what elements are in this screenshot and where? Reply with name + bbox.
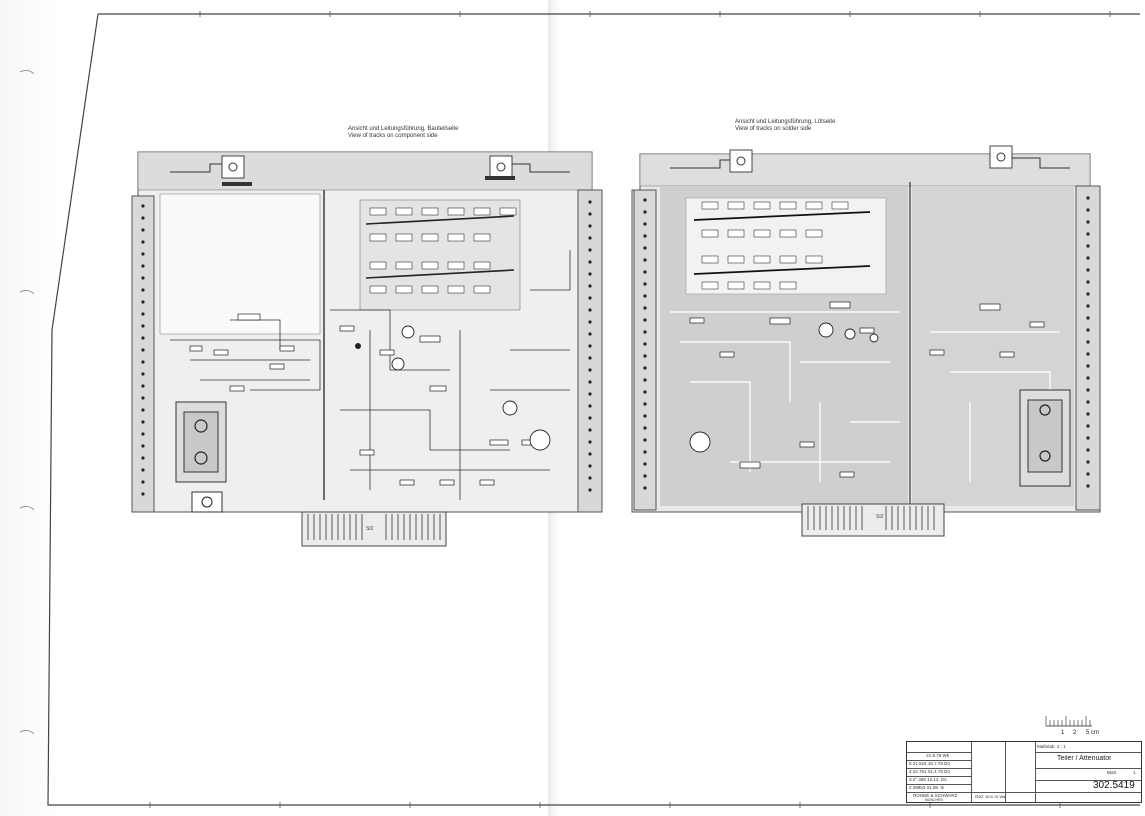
- pcb-solder-side-view: St2: [630, 142, 1110, 542]
- revision-date: 15.7.78: [927, 761, 943, 766]
- revision-change: 2°.488: [912, 777, 926, 782]
- drawn-label: Gez.: [975, 794, 985, 799]
- revision-no: 2: [909, 785, 912, 790]
- revision-change: 21.524: [912, 761, 927, 766]
- scale-unit: 5 cm: [1086, 730, 1100, 736]
- revision-name: Dö: [940, 777, 947, 782]
- edge-connector-label-left: St2: [366, 526, 374, 532]
- title-block: 21.9.78 Wk 5 21.524 15.7.78 Dö 4 22.761 …: [906, 741, 1142, 803]
- revision-row: 5 21.524 15.7.78 Dö: [909, 761, 971, 766]
- drawing-title: Teiler / Attenuator: [1057, 755, 1112, 762]
- revision-name: Wk: [942, 753, 950, 758]
- revision-row: 21.9.78 Wk: [909, 753, 971, 758]
- manufacturer-city: MÜNCHEN: [925, 798, 943, 802]
- revision-row: 2 29853 01.08. Ik: [909, 785, 971, 790]
- revision-change: 29853: [912, 785, 926, 790]
- manufacturer-name: ROHDE & SCHWARZ: [913, 793, 958, 798]
- drawing-number: 302.5419: [1093, 780, 1135, 791]
- revision-date: 21.9.78: [926, 753, 942, 758]
- revision-date: 01.4.78: [927, 769, 943, 774]
- drawn-date: 15.6.76 Wa: [985, 794, 1006, 799]
- caption-solder-side-en: View of tracks on solder side: [735, 126, 812, 132]
- revision-no: 5: [909, 761, 912, 766]
- scale-tick-1: 1: [1061, 730, 1065, 736]
- revision-row: 3 2°.488 12.12. Dö: [909, 777, 971, 782]
- revision-name: Ik: [940, 785, 944, 790]
- revision-no: 4: [909, 769, 912, 774]
- caption-solder-side: Ansicht und Leitungsführung, Lötseite Vi…: [735, 119, 835, 133]
- revision-date: 01.08.: [926, 785, 940, 790]
- caption-component-side-en: View of tracks on component side: [348, 133, 438, 139]
- page-fold-shadow-left: [0, 0, 60, 816]
- revision-name: Dö: [944, 769, 950, 774]
- scale-bar: [1045, 716, 1092, 727]
- revision-date: 12.12.: [927, 777, 940, 782]
- revision-change: 22.761: [912, 769, 927, 774]
- sheet-value: 1: [1133, 770, 1136, 775]
- sheet-label: Blatt: [1107, 770, 1117, 775]
- revision-no: 3: [909, 777, 912, 782]
- scale-label: Maßstab: [1037, 744, 1055, 749]
- caption-component-side-de: Ansicht und Leitungsführung, Bauteilseit…: [348, 126, 459, 132]
- revision-row: 4 22.761 01.4.78 Dö: [909, 769, 971, 774]
- pcb-component-side-view: St2: [130, 150, 610, 550]
- scale-tick-2: 2: [1073, 730, 1077, 736]
- caption-component-side: Ansicht und Leitungsführung, Bauteilseit…: [348, 126, 458, 140]
- revision-name: Dö: [944, 761, 950, 766]
- caption-solder-side-de: Ansicht und Leitungsführung, Lötseite: [735, 119, 836, 125]
- edge-connector-label-right: St2: [876, 514, 884, 520]
- scale-value: 2 : 1: [1057, 744, 1066, 749]
